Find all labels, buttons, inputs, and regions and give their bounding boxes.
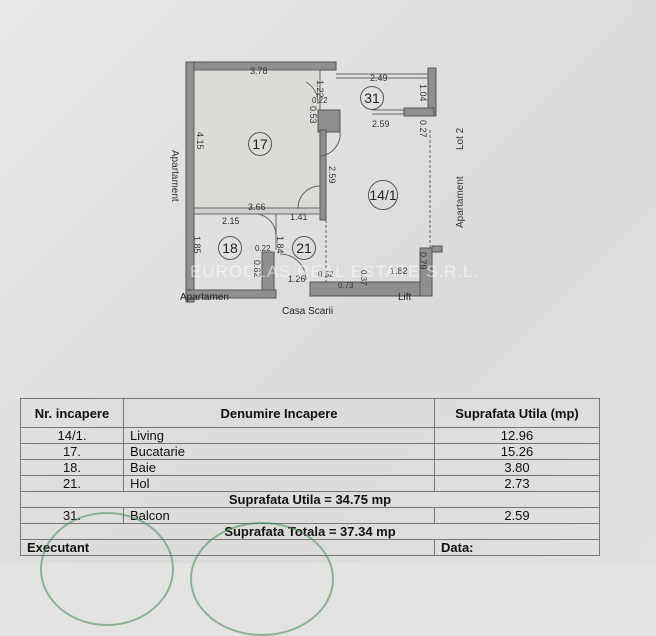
header-room-name: Denumire Incapere xyxy=(123,398,435,428)
stamp-right xyxy=(190,522,334,636)
dim-bath-door: 0.22 xyxy=(255,244,271,253)
table-row: 18. Baie 3.80 xyxy=(20,459,600,476)
table-header-row: Nr. incapere Denumire Incapere Suprafata… xyxy=(20,398,600,428)
neighbor-left: Apartament xyxy=(169,150,180,202)
dim-living-top: 2.59 xyxy=(372,119,390,129)
date-label: Data: xyxy=(434,539,600,556)
row-number: 18. xyxy=(20,459,124,476)
room-number-balcony: 31 xyxy=(360,86,384,110)
table-row: 17. Bucatarie 15.26 xyxy=(20,443,600,460)
row-name: Hol xyxy=(123,475,435,492)
dim-door-gap-top: 1.22 xyxy=(315,80,325,98)
dim-kitchen-height: 4.15 xyxy=(195,132,205,150)
row-area: 2.59 xyxy=(434,507,600,524)
subtotal-row: Suprafata Utila = 34.75 mp xyxy=(20,491,600,508)
room-number-bath: 18 xyxy=(218,236,242,260)
neighbor-right: Apartament xyxy=(455,176,466,228)
dim-living-bottom: 1.82 xyxy=(390,266,408,276)
dim-wall-2-59: 2.59 xyxy=(327,166,337,184)
room-number-hall: 21 xyxy=(292,236,316,260)
row-area: 2.73 xyxy=(434,475,600,492)
floor-plan-walls xyxy=(185,61,443,303)
row-name: Balcon xyxy=(123,507,435,524)
row-area: 12.96 xyxy=(434,427,600,444)
row-name: Living xyxy=(123,427,435,444)
watermark: EUROCLAS REAL ESTATE S.R.L. xyxy=(190,262,480,281)
dim-top-left-width: 3.78 xyxy=(250,66,268,76)
header-room-number: Nr. incapere xyxy=(20,398,124,428)
dim-door-width: 0.53 xyxy=(308,106,318,124)
dim-living-right-small: 0.27 xyxy=(418,120,428,138)
table-row: 14/1. Living 12.96 xyxy=(20,427,600,444)
dim-bath-width: 2.15 xyxy=(222,216,240,226)
floor-plan: 3.78 2.49 1.04 1.22 0.22 0.53 2.59 0.27 … xyxy=(169,61,480,317)
dim-bath-height: 1.85 xyxy=(192,236,202,254)
neighbor-right-lot: Lot 2 xyxy=(455,127,466,150)
row-number: 14/1. xyxy=(20,427,124,444)
table-row-balcony: 31. Balcon 2.59 xyxy=(20,507,600,524)
dim-door-gap-small: 0.22 xyxy=(312,96,328,105)
row-name: Bucatarie xyxy=(123,443,435,460)
dim-step-a: 0.52 xyxy=(318,270,334,279)
dim-kitchen-bottom: 3.66 xyxy=(248,202,266,212)
dim-hall-top: 1.41 xyxy=(290,212,308,222)
table-row: 21. Hol 2.73 xyxy=(20,475,600,492)
row-area: 15.26 xyxy=(434,443,600,460)
header-room-area: Suprafata Utila (mp) xyxy=(434,398,600,428)
dim-hall-height: 1.84 xyxy=(275,236,285,254)
dim-balcony-height: 1.04 xyxy=(418,84,428,102)
row-name: Baie xyxy=(123,459,435,476)
dim-balcony-width: 2.49 xyxy=(370,73,388,83)
room-number-kitchen: 17 xyxy=(248,132,272,156)
subtotal-text: Suprafata Utila = 34.75 mp xyxy=(20,491,600,508)
stairwell-label: Casa Scarii xyxy=(282,306,334,317)
stamp-left xyxy=(40,512,174,626)
row-area: 3.80 xyxy=(434,459,600,476)
row-number: 21. xyxy=(20,475,124,492)
neighbor-bottom-left: Apartamen xyxy=(180,292,229,303)
lift-label: Lift xyxy=(398,292,412,303)
room-number-living: 14/1 xyxy=(368,180,398,210)
dim-hall-bottom: 1.26 xyxy=(288,274,306,284)
row-number: 17. xyxy=(20,443,124,460)
dim-step-b: 0.73 xyxy=(338,281,354,290)
